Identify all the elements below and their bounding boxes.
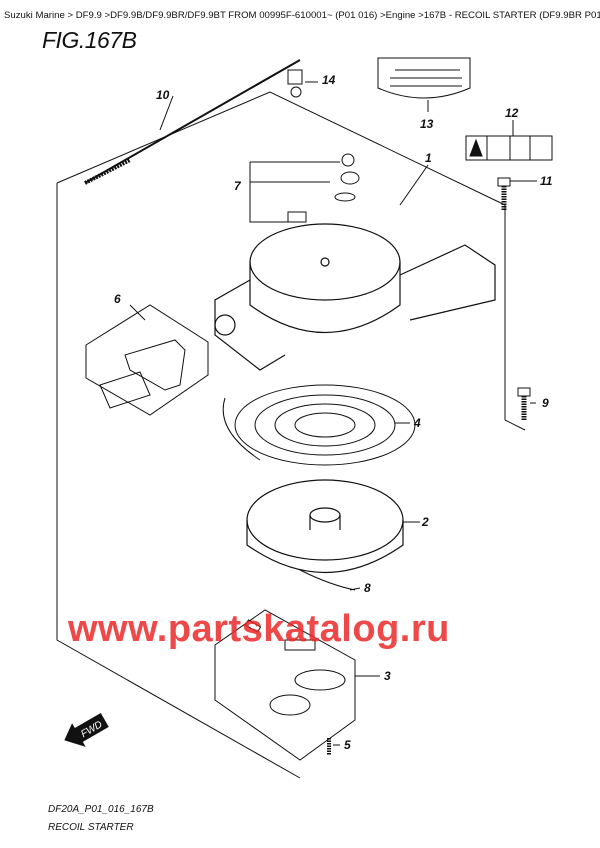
clip-part <box>287 69 303 98</box>
rope-part <box>299 569 356 591</box>
leader-lines <box>129 81 537 746</box>
pawl-parts-group <box>249 153 360 223</box>
handle-frame <box>85 304 209 416</box>
bolt-part <box>517 387 531 420</box>
callout-1[interactable]: 1 <box>425 151 432 165</box>
warning-label-part <box>465 135 553 161</box>
callout-5[interactable]: 5 <box>344 738 351 752</box>
spiral-spring-part <box>222 384 416 466</box>
caution-label-part <box>377 57 471 99</box>
callout-3[interactable]: 3 <box>384 669 391 683</box>
callout-11[interactable]: 11 <box>540 174 553 188</box>
ratchet-frame <box>214 609 356 761</box>
reel-part <box>246 479 404 574</box>
callout-2[interactable]: 2 <box>421 515 429 529</box>
breadcrumb[interactable]: Suzuki Marine > DF9.9 >DF9.9B/DF9.9BR/DF… <box>4 10 600 21</box>
callout-14[interactable]: 14 <box>322 73 336 87</box>
starter-housing-part <box>214 223 496 371</box>
callout-7[interactable]: 7 <box>234 179 242 193</box>
assembly-frame-lower <box>56 183 301 779</box>
diagram-code: DF20A_P01_016_167B <box>48 804 154 815</box>
callout-10[interactable]: 10 <box>156 88 170 102</box>
cable-part <box>84 59 301 184</box>
bolt-part <box>497 177 511 210</box>
figure-title: FIG.167B <box>42 27 137 53</box>
callout-4[interactable]: 4 <box>413 416 421 430</box>
callout-8[interactable]: 8 <box>364 581 371 595</box>
callout-6[interactable]: 6 <box>114 292 121 306</box>
callout-13[interactable]: 13 <box>420 117 434 131</box>
fwd-label: FWD <box>79 719 104 740</box>
callout-9[interactable]: 9 <box>542 396 549 410</box>
assembly-frame <box>56 91 506 206</box>
ratchet-parts <box>244 619 346 716</box>
fwd-arrow-icon: FWD <box>64 712 109 747</box>
callout-12[interactable]: 12 <box>505 106 519 120</box>
diagram-title: RECOIL STARTER <box>48 822 134 833</box>
handle-part <box>99 339 186 409</box>
cable-spring <box>84 158 131 185</box>
watermark: www.partskatalog.ru <box>68 608 450 650</box>
